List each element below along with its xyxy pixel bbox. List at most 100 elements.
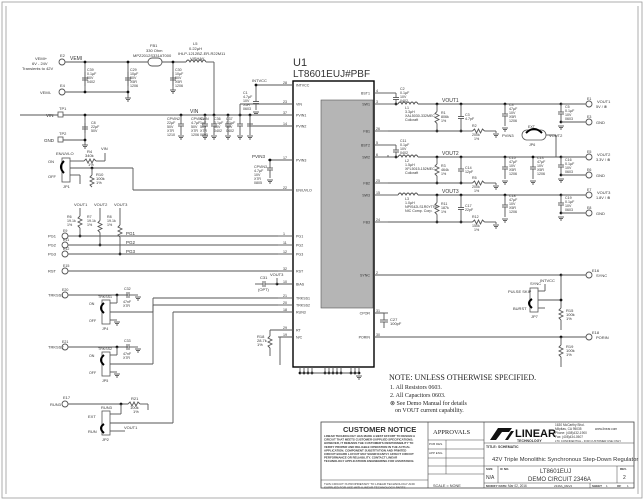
svg-text:1%: 1% — [96, 180, 102, 185]
inductor-l5 — [185, 59, 207, 64]
terminal-e3[interactable] — [585, 118, 593, 126]
terminal-e18[interactable] — [585, 333, 593, 341]
terminal-e6[interactable] — [585, 171, 593, 179]
svg-text:X7R: X7R — [191, 129, 198, 133]
terminal-e4[interactable] — [58, 88, 66, 96]
svg-text:INTVCC: INTVCC — [296, 84, 310, 88]
svg-text:PVIN3: PVIN3 — [252, 154, 266, 159]
svg-text:50V: 50V — [200, 125, 207, 129]
svg-text:VOUT1: VOUT1 — [124, 425, 138, 430]
svg-text:SIZE: SIZE — [486, 467, 493, 471]
svg-text:CPOR: CPOR — [360, 312, 371, 316]
svg-text:E12: E12 — [63, 247, 69, 251]
svg-text:464k: 464k — [441, 168, 449, 172]
svg-text:VOUT1: VOUT1 — [74, 202, 88, 207]
svg-text:0.1µF: 0.1µF — [565, 162, 575, 166]
terminal-e5[interactable] — [585, 153, 593, 161]
svg-text:ON: ON — [48, 159, 54, 164]
svg-text:1206: 1206 — [537, 172, 545, 176]
net-vout3: VOUT3 — [442, 189, 459, 195]
svg-text:3: 3 — [376, 100, 378, 104]
svg-text:APP ENG.: APP ENG. — [429, 451, 443, 455]
svg-text:RT: RT — [296, 329, 302, 333]
svg-text:C36: C36 — [214, 117, 221, 121]
svg-text:1. All Resistors 0603.: 1. All Resistors 0603. — [390, 385, 442, 391]
terminal-e2[interactable] — [58, 58, 66, 66]
svg-text:10V: 10V — [509, 164, 516, 168]
svg-text:47nF: 47nF — [123, 352, 132, 356]
svg-text:50V: 50V — [91, 129, 98, 133]
svg-text:1%: 1% — [133, 409, 139, 414]
svg-text:PG1: PG1 — [48, 234, 57, 239]
svg-text:2: 2 — [623, 475, 626, 481]
svg-text:22µF: 22µF — [167, 121, 176, 125]
svg-text:C11: C11 — [400, 139, 406, 143]
svg-text:47µF: 47µF — [509, 198, 518, 202]
testpoint-tp2[interactable] — [57, 136, 64, 143]
svg-text:806k: 806k — [441, 115, 449, 119]
svg-text:25: 25 — [376, 179, 380, 183]
svg-text:1%: 1% — [441, 119, 447, 123]
svg-text:L1: L1 — [405, 106, 409, 110]
input-filter: VEMI+ 6V - 24V Transients to 42V E2 E4 V… — [20, 41, 293, 185]
svg-text:VOUT2: VOUT2 — [597, 152, 611, 157]
terminal-e8[interactable] — [585, 209, 593, 217]
svg-text:X7R: X7R — [254, 177, 261, 181]
svg-text:10V: 10V — [254, 173, 261, 177]
svg-text:R5: R5 — [472, 176, 477, 180]
svg-text:VEMI+: VEMI+ — [35, 56, 48, 61]
svg-text:28.7k: 28.7k — [257, 338, 267, 343]
ic-ref: U1 — [293, 57, 307, 69]
svg-text:5V / ⊗: 5V / ⊗ — [596, 105, 607, 109]
svg-text:GND: GND — [596, 173, 605, 178]
svg-text:E18: E18 — [592, 330, 600, 335]
svg-text:100k: 100k — [96, 176, 105, 181]
svg-text:0603: 0603 — [565, 208, 573, 212]
terminal-e7[interactable] — [585, 191, 593, 199]
svg-text:R19: R19 — [566, 344, 574, 349]
svg-text:PVIN3: PVIN3 — [502, 133, 514, 138]
run3-section: RUN3 E17 R21 100k 1% RUN3 EXT RUN JP2 VO… — [50, 311, 293, 442]
terminal-e17[interactable] — [61, 400, 69, 408]
svg-text:LINEAR TECHNOLOGY HAS MADE A B: LINEAR TECHNOLOGY HAS MADE A BEST EFFORT… — [324, 434, 416, 438]
testpoint-tp1[interactable] — [57, 111, 64, 118]
svg-text:100k: 100k — [566, 312, 575, 317]
svg-text:ON: ON — [89, 302, 95, 306]
svg-text:BURST: BURST — [513, 306, 527, 311]
svg-text:R3: R3 — [441, 164, 446, 168]
svg-text:0.1µF: 0.1µF — [565, 200, 575, 204]
svg-text:E8: E8 — [587, 206, 591, 210]
terminal-e12[interactable] — [61, 250, 69, 258]
svg-text:47nF: 47nF — [123, 300, 132, 304]
svg-text:www.linear.com: www.linear.com — [595, 427, 617, 431]
svg-text:RUN3: RUN3 — [296, 311, 306, 315]
svg-text:E4: E4 — [60, 83, 66, 88]
svg-text:PG2: PG2 — [48, 243, 57, 248]
svg-text:340k: 340k — [85, 153, 94, 158]
exposed-pad — [320, 99, 374, 309]
ic-u1[interactable]: U1 LT8601EUJ#PBF — [292, 57, 375, 368]
svg-text:50V: 50V — [87, 76, 94, 80]
svg-text:JP7: JP7 — [531, 314, 539, 319]
svg-text:FB1: FB1 — [150, 43, 158, 48]
svg-text:E17: E17 — [63, 395, 71, 400]
terminal-e15[interactable] — [61, 267, 69, 275]
svg-text:PVIN2: PVIN2 — [296, 125, 306, 129]
svg-text:L2: L2 — [405, 159, 409, 163]
svg-text:28: 28 — [283, 81, 287, 85]
svg-text:EXT: EXT — [88, 414, 96, 419]
terminal-e1[interactable] — [585, 100, 593, 108]
svg-text:LTC CONFIDENTIAL - FOR CUSTOME: LTC CONFIDENTIAL - FOR CUSTOMER USE ONLY — [555, 439, 621, 443]
svg-text:PERFORMANCE OR RELIABILITY. CO: PERFORMANCE OR RELIABILITY. CONTACT LINE… — [324, 456, 398, 460]
svg-text:0.1µF: 0.1µF — [400, 91, 410, 95]
svg-text:MODIFY DATE:: MODIFY DATE: — [486, 484, 507, 488]
svg-text:0603: 0603 — [565, 170, 573, 174]
svg-text:18: 18 — [283, 308, 287, 312]
svg-text:C32: C32 — [124, 287, 131, 291]
svg-text:GND: GND — [44, 138, 55, 143]
svg-text:N/C: N/C — [296, 336, 303, 340]
svg-text:TECHNOLOGY: TECHNOLOGY — [517, 439, 542, 443]
